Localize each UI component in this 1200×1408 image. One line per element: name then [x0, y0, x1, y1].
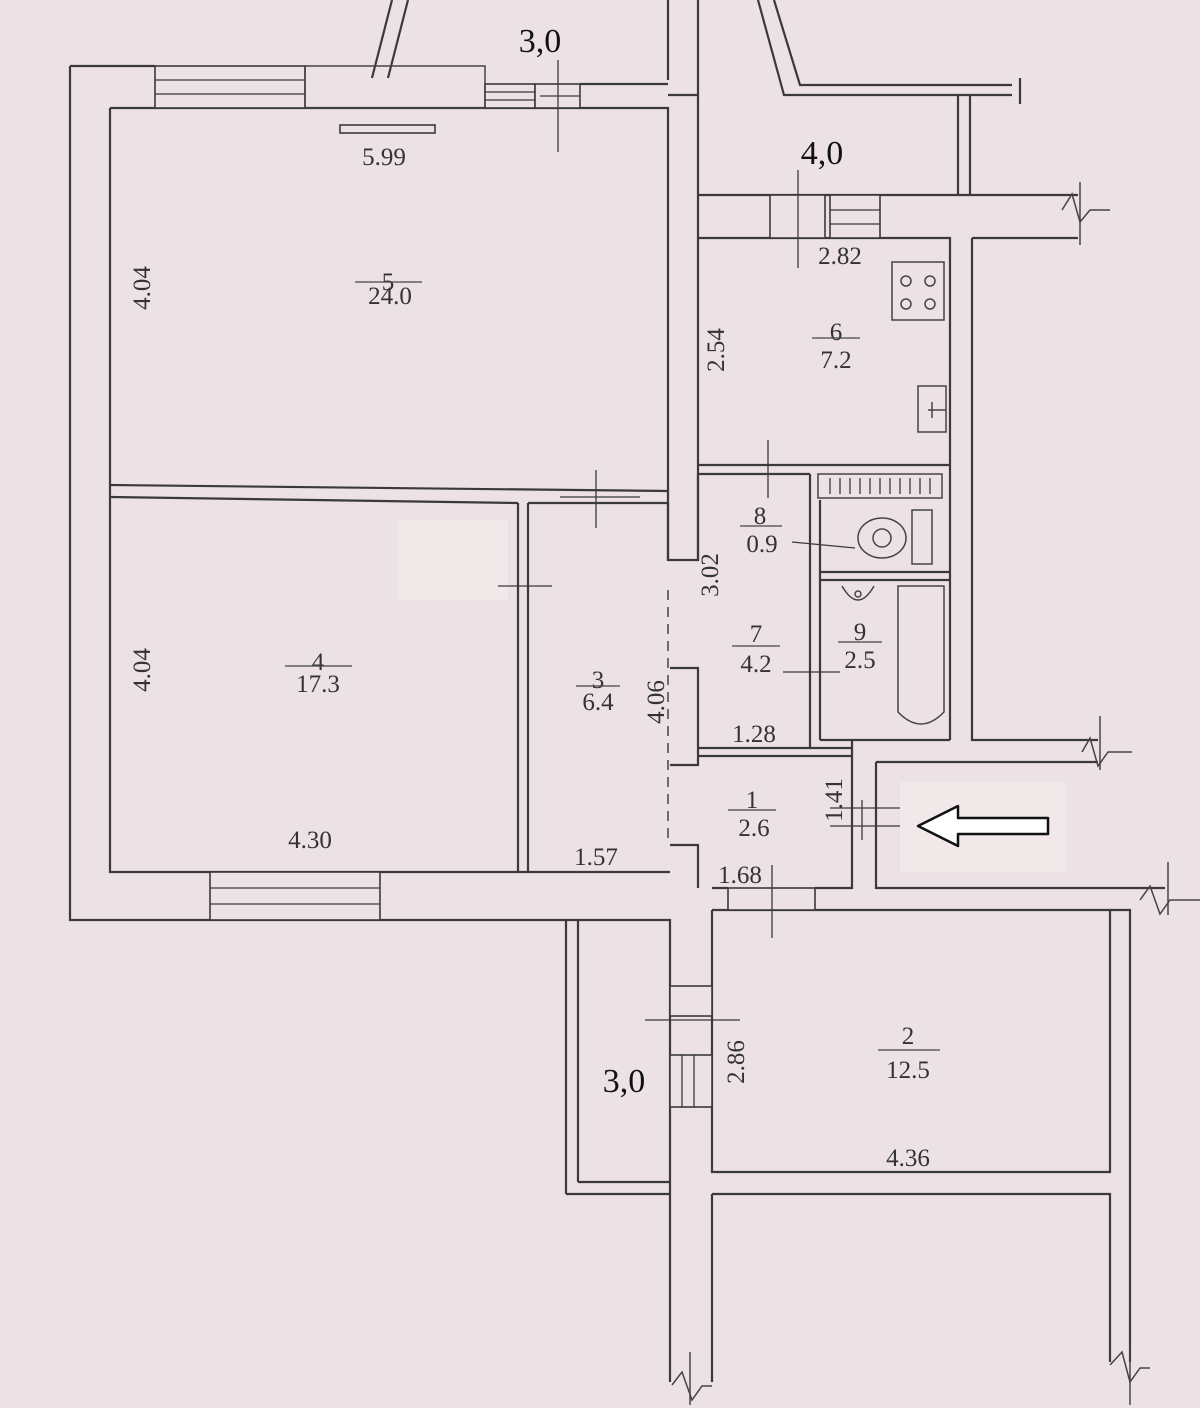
room-area: 12.5 — [886, 1057, 930, 1084]
stove-icon — [891, 261, 945, 321]
room-4-label: 4 17.3 — [285, 649, 352, 698]
room-number: 9 — [854, 619, 867, 646]
room-8-label: 8 0.9 — [740, 503, 782, 558]
room-number: 2 — [902, 1023, 915, 1050]
outer-walls — [68, 64, 1165, 1382]
room-number: 3 — [592, 667, 605, 694]
room-6-label: 6 7.2 — [812, 319, 860, 374]
dim-r5-width: 5.99 — [362, 144, 406, 171]
door-room2 — [727, 865, 816, 938]
window-room4 — [209, 871, 381, 921]
dim-r5-depth: 4.04 — [129, 266, 156, 310]
dim-r4-width: 4.30 — [288, 827, 332, 854]
dim-r1-depth: 1.41 — [821, 778, 848, 822]
room-number: 4 — [312, 649, 325, 676]
dim-r2-width: 4.36 — [886, 1145, 930, 1172]
room-area: 0.9 — [746, 531, 777, 558]
room-area: 2.5 — [844, 647, 875, 674]
sink-icon — [841, 585, 875, 601]
room-area: 24.0 — [368, 283, 412, 310]
dim-r1-width: 1.68 — [718, 862, 762, 889]
bathtub-icon — [897, 585, 945, 725]
window-room5-right — [484, 83, 536, 109]
room-1-label: 1 2.6 — [728, 787, 776, 842]
entrance-arrow-icon — [916, 804, 1050, 848]
room-area: 6.4 — [582, 689, 614, 716]
balcony-bottom — [564, 920, 670, 1196]
balcony-area-top-left: 3,0 — [519, 23, 562, 60]
room-number: 1 — [746, 787, 759, 814]
radiator-icon — [339, 124, 436, 134]
radiator-icon — [817, 473, 943, 499]
room-7-label: 7 4.2 — [732, 621, 780, 678]
dim-r7-depth: 3.02 — [697, 553, 724, 597]
toilet-icon — [857, 509, 933, 565]
balcony-area-top-right: 4,0 — [801, 135, 844, 172]
room-5-label: 5 24.0 — [355, 269, 422, 310]
dim-r3-depth: 4.06 — [643, 680, 670, 724]
door-marks — [498, 440, 900, 840]
room-3-label: 3 6.4 — [576, 667, 620, 716]
balcony-top-left — [370, 0, 670, 80]
room-area: 4.2 — [740, 651, 771, 678]
room-area: 7.2 — [820, 347, 851, 374]
sink-icon — [917, 385, 947, 433]
dim-r2-depth: 2.86 — [723, 1040, 750, 1084]
room-area: 17.3 — [296, 671, 340, 698]
room-number: 6 — [830, 319, 843, 346]
balcony-area-bottom: 3,0 — [603, 1063, 646, 1100]
room-9-label: 9 2.5 — [838, 619, 882, 674]
wall-pier — [304, 65, 486, 109]
wall-break-marks — [671, 182, 1200, 1405]
dim-r6-depth: 2.54 — [703, 328, 730, 372]
room-number: 7 — [750, 621, 763, 648]
dim-r6-width: 2.82 — [818, 243, 862, 270]
room-area: 2.6 — [738, 815, 769, 842]
kitchen-window — [769, 170, 881, 268]
room-number: 8 — [754, 503, 767, 530]
balcony-door-room5 — [534, 60, 581, 152]
window-room5-left — [154, 65, 306, 109]
window-room2 — [645, 985, 740, 1108]
room-2-label: 2 12.5 — [878, 1023, 940, 1084]
dim-r3-width: 1.57 — [574, 844, 618, 871]
dim-r4-depth: 4.04 — [129, 648, 156, 692]
dim-r7-width: 1.28 — [732, 721, 776, 748]
balcony-top-right — [696, 0, 1022, 195]
